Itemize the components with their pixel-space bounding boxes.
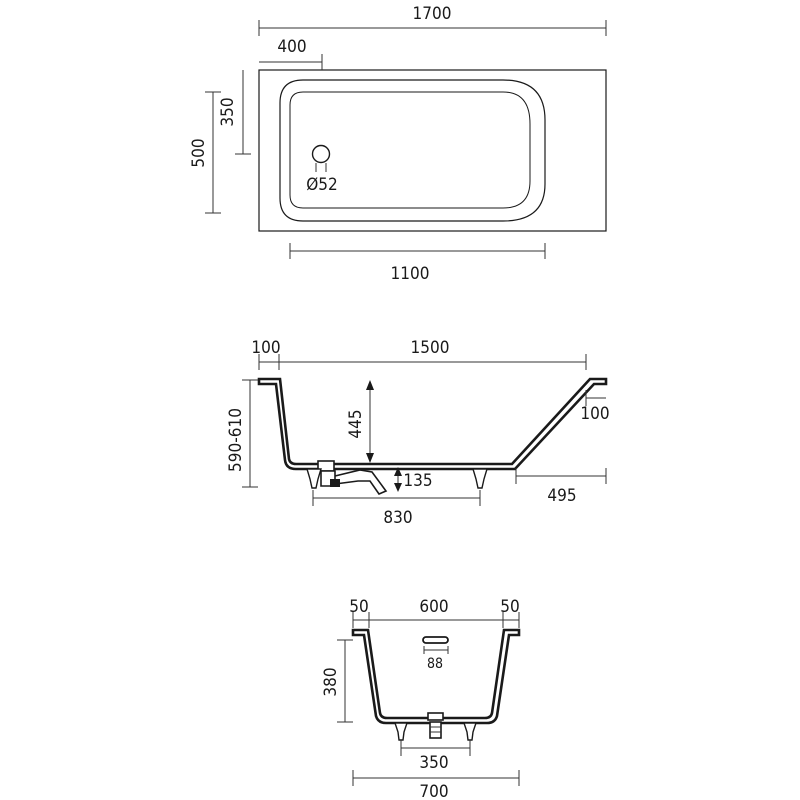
dim-label-bottom-length: 1500	[411, 338, 450, 358]
dim-label-drain-diameter: Ø52	[306, 175, 338, 195]
end-view-drain-trap	[429, 721, 442, 739]
dim-label-total-height: 590-610	[226, 408, 246, 472]
dim-arrow-drain-height-top	[394, 467, 402, 476]
side-view: 100 1500 100 590-610 445 135 830 49	[226, 338, 610, 528]
top-view: 1700 400 350 500 Ø52 1100	[189, 4, 607, 284]
end-view-tub-profile	[351, 628, 521, 725]
side-view-tub-profile	[257, 377, 608, 471]
side-foot-left	[306, 468, 322, 489]
dim-label-drain-offset: 400	[277, 37, 306, 57]
dim-label-total-width: 500	[189, 138, 209, 167]
dim-arrow-drain-height-bottom	[394, 483, 402, 492]
dim-arrow-inner-depth-top	[366, 380, 374, 390]
top-view-basin-floor	[289, 91, 531, 209]
overflow-slot	[422, 636, 449, 644]
dim-label-end-depth: 380	[321, 667, 341, 696]
waste-trap-nut	[330, 479, 340, 487]
dim-arrow-inner-depth-bottom	[366, 453, 374, 463]
side-foot-right	[472, 468, 488, 489]
end-foot-left	[394, 722, 408, 741]
dim-label-end-total-width: 700	[419, 782, 448, 800]
dim-label-drain-height: 135	[403, 471, 432, 491]
dim-label-overflow-width: 88	[427, 656, 443, 672]
dim-label-rim-right: 100	[580, 404, 609, 424]
dim-label-feet-spacing: 830	[383, 508, 412, 528]
dim-label-end-inner-width: 600	[419, 597, 448, 617]
end-view: 50 600 50 88 380 350 700	[321, 597, 521, 800]
dim-label-end-rim-right: 50	[500, 597, 519, 617]
end-foot-right	[463, 722, 477, 741]
dim-label-inner-half-width: 350	[218, 97, 238, 126]
dim-label-end-feet-spacing: 350	[419, 753, 448, 773]
end-view-drain	[427, 712, 444, 721]
dim-label-rim-left: 100	[251, 338, 280, 358]
dim-label-slope-projection: 495	[547, 486, 576, 506]
dim-label-inner-depth: 445	[346, 409, 366, 438]
dim-label-inner-length: 1100	[391, 264, 430, 284]
dim-label-end-rim-left: 50	[349, 597, 368, 617]
top-view-outer-outline	[258, 69, 607, 232]
drain-circle	[311, 144, 331, 164]
dim-label-total-length: 1700	[413, 4, 452, 24]
top-view-inner-basin	[279, 79, 546, 222]
